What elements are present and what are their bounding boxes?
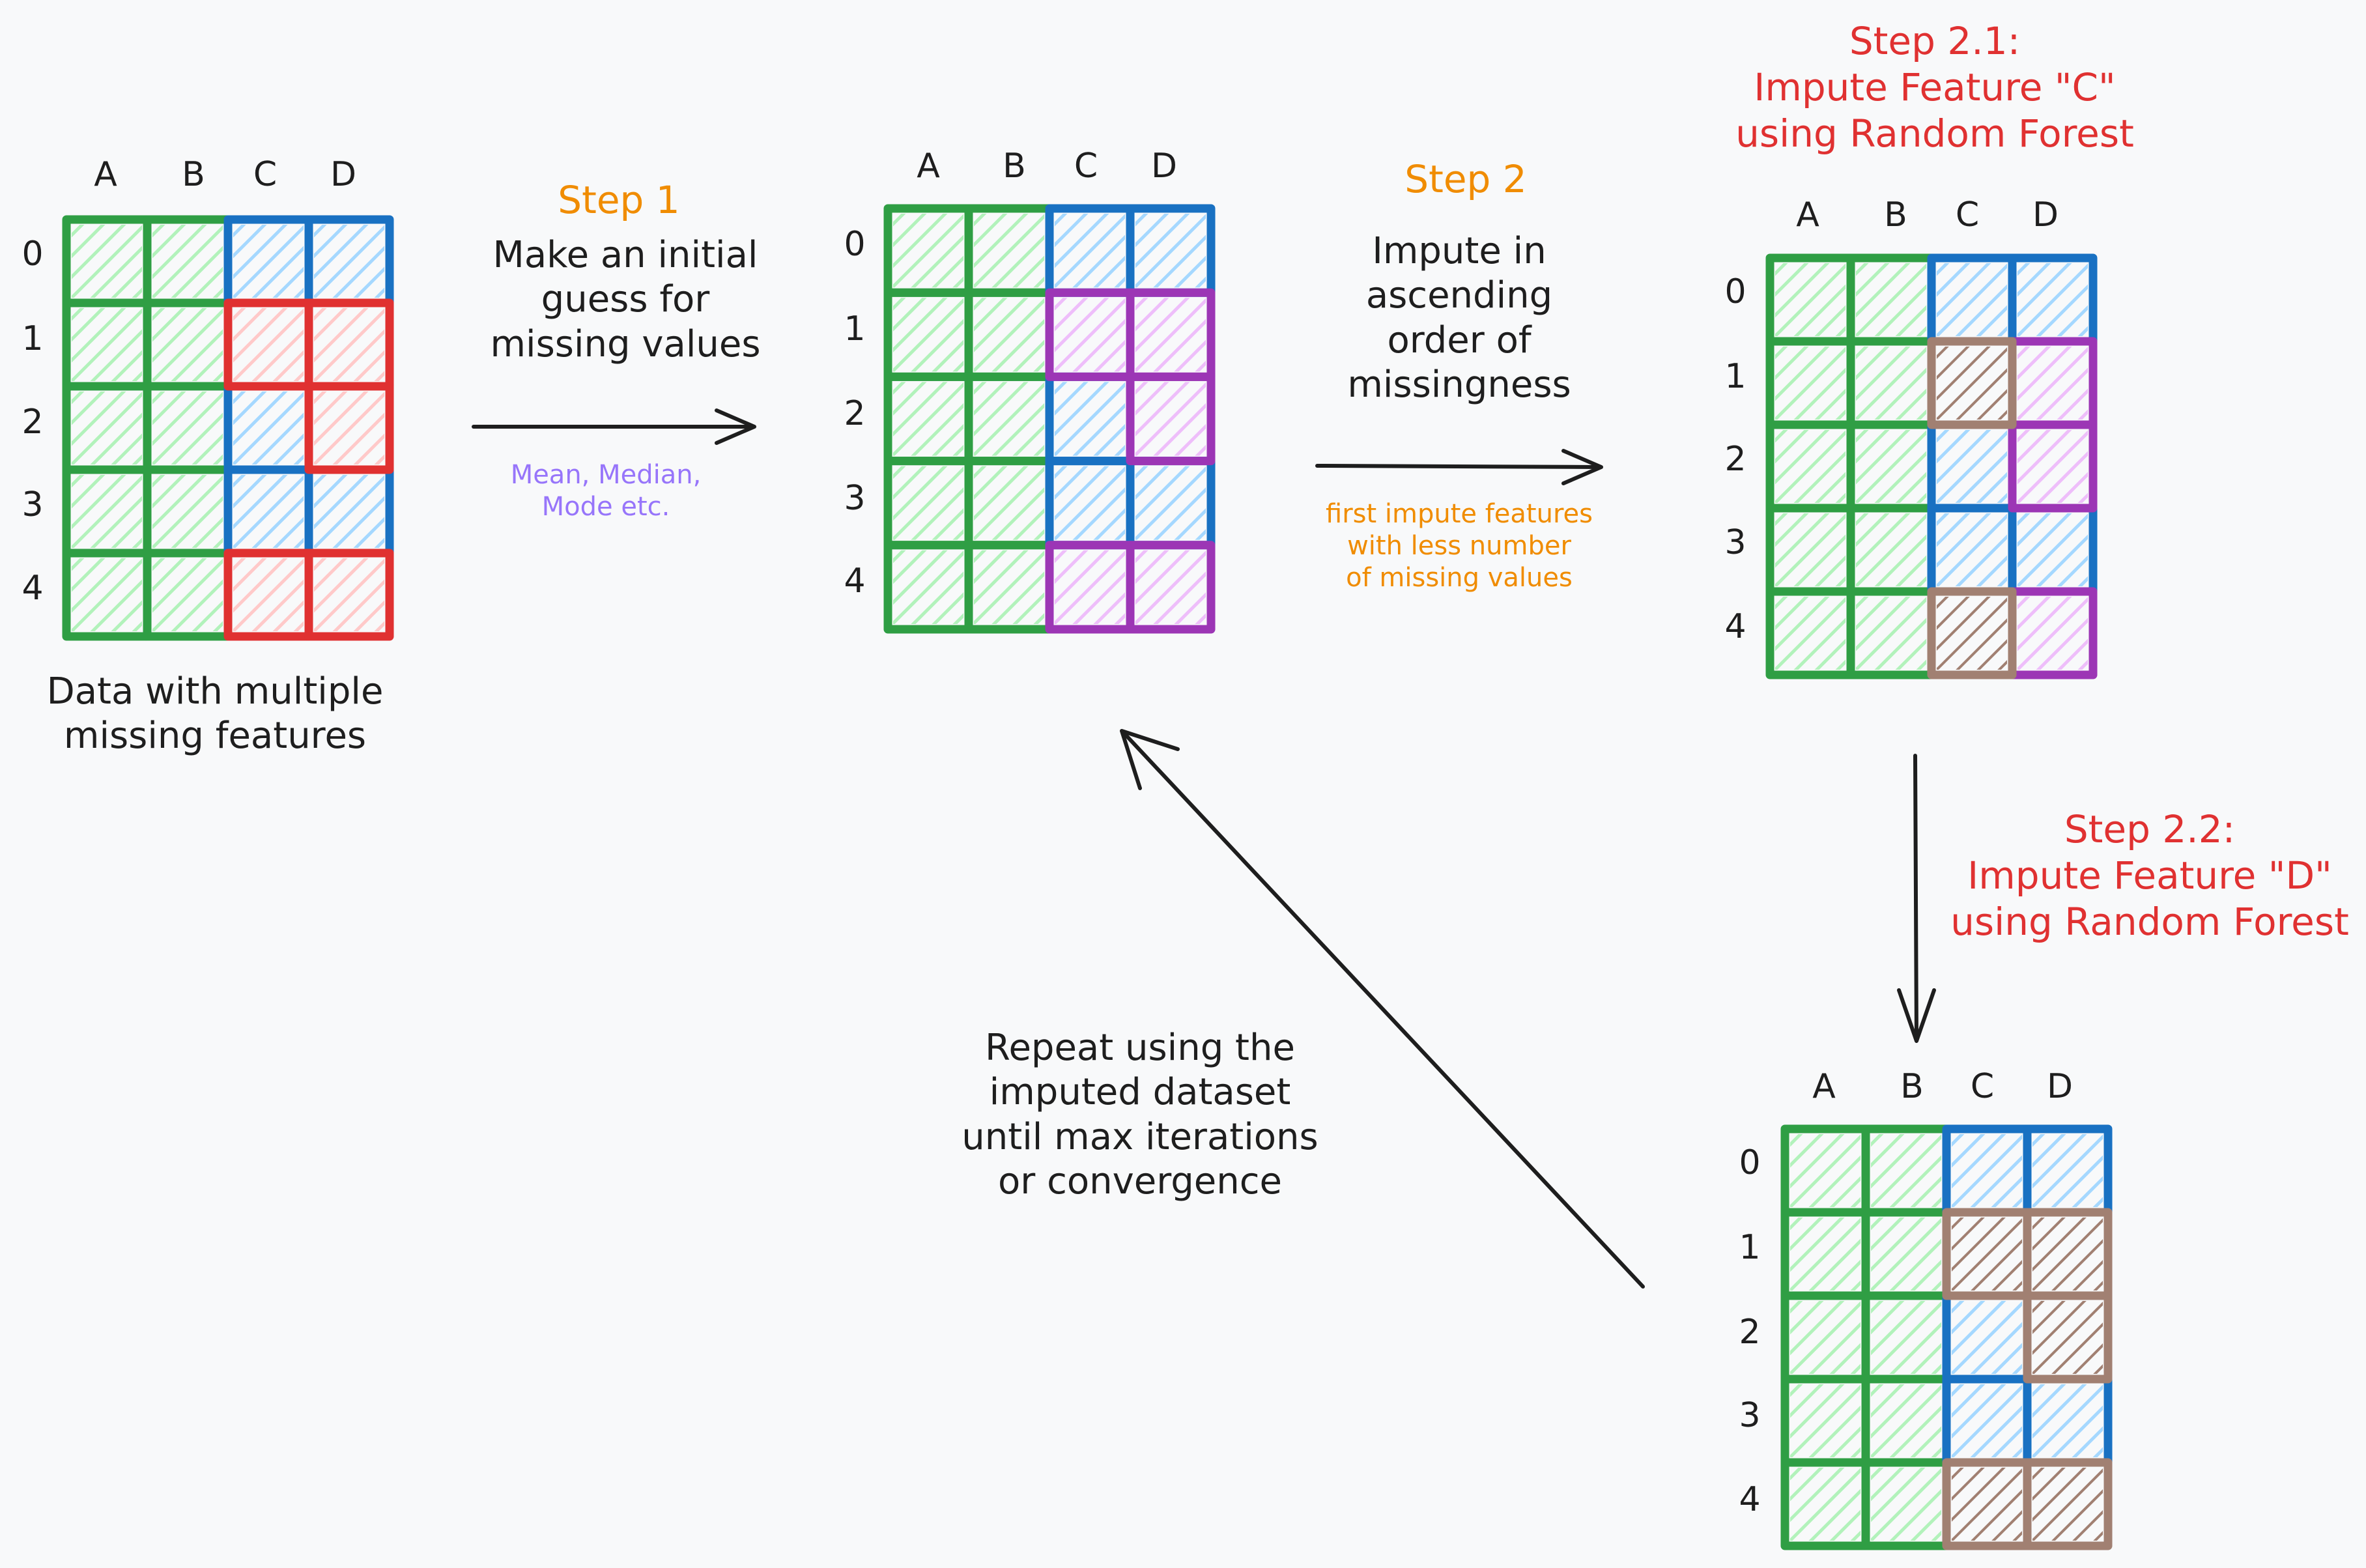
- step2-note-line-3: of missing values: [1346, 562, 1573, 593]
- original-caption-line-2: missing features: [63, 715, 367, 758]
- step2-description: Impute in ascending order of missingness: [1303, 229, 1616, 407]
- column-label-a: A: [917, 147, 940, 186]
- column-label-c: C: [253, 155, 278, 194]
- arrow-step2: [1315, 449, 1603, 485]
- row-label-3: 3: [1739, 1396, 1761, 1435]
- row-label-1: 1: [844, 309, 866, 349]
- initial-guess-cell: [1126, 372, 1216, 466]
- step21-title: Step 2.1: Impute Feature "C" using Rando…: [1707, 18, 2163, 156]
- step2-description-line-3: order of: [1387, 319, 1532, 362]
- column-label-c: C: [1074, 147, 1098, 186]
- row-label-3: 3: [1724, 523, 1746, 562]
- step1-description-line-3: missing values: [490, 322, 761, 365]
- rf-imputed-cell: [2023, 1208, 2113, 1300]
- column-label-d: D: [2032, 195, 2059, 235]
- step1-note-line-2: Mode etc.: [541, 491, 670, 522]
- rf-imputed-cell: [1927, 587, 2017, 679]
- column-label-a: A: [94, 155, 117, 194]
- rf-imputed-cell: [2023, 1458, 2113, 1550]
- column-label-b: B: [1900, 1067, 1924, 1106]
- grid-impute-d-cells: [1780, 1124, 2113, 1550]
- repeat-note-line-4: or convergence: [998, 1160, 1282, 1203]
- step2-note: first impute features with less number o…: [1277, 498, 1642, 593]
- initial-guess-cell: [2008, 420, 2098, 513]
- step1-note: Mean, Median, Mode etc.: [469, 459, 743, 523]
- step2-title: Step 2: [1404, 157, 1527, 201]
- initial-guess-cell: [1126, 541, 1216, 634]
- step22-title-line-3: using Random Forest: [1950, 899, 2349, 944]
- repeat-note-line-1: Repeat using the: [985, 1027, 1295, 1069]
- initial-guess-cell: [1126, 288, 1216, 381]
- step22-title-line-1: Step 2.2:: [2064, 807, 2236, 851]
- rf-imputed-cell: [1927, 337, 2017, 429]
- column-label-b: B: [1003, 147, 1026, 186]
- grid-initial-guess-cells: [883, 204, 1216, 634]
- row-label-4: 4: [21, 569, 44, 608]
- step2-description-line-4: missingness: [1347, 363, 1571, 406]
- grid-impute-c-cells: [1765, 253, 2098, 679]
- row-label-1: 1: [1724, 357, 1746, 396]
- row-label-3: 3: [21, 485, 44, 524]
- row-label-1: 1: [1739, 1228, 1761, 1267]
- column-label-d: D: [2046, 1067, 2074, 1106]
- repeat-note-line-2: imputed dataset: [989, 1071, 1291, 1114]
- column-label-d: D: [1150, 147, 1178, 186]
- row-label-0: 0: [21, 235, 44, 274]
- row-label-3: 3: [844, 479, 866, 518]
- step2-note-line-1: first impute features: [1326, 499, 1593, 529]
- original-caption-line-1: Data with multiple: [46, 670, 384, 713]
- column-label-b: B: [1884, 195, 1907, 235]
- missing-value-cell: [304, 382, 394, 474]
- row-label-2: 2: [21, 403, 44, 442]
- grid-original-cells: [62, 215, 394, 641]
- step1-description-line-2: guess for: [541, 278, 710, 321]
- repeat-note-line-3: until max iterations: [962, 1115, 1318, 1158]
- step21-title-line-3: using Random Forest: [1735, 111, 2134, 156]
- original-caption: Data with multiple missing features: [26, 670, 404, 759]
- row-label-0: 0: [1724, 272, 1746, 311]
- row-label-0: 0: [844, 225, 866, 264]
- row-label-2: 2: [844, 394, 866, 433]
- rf-imputed-cell: [1942, 1458, 2032, 1550]
- step1-note-line-1: Mean, Median,: [510, 460, 702, 490]
- repeat-note: Repeat using the imputed dataset until m…: [912, 1026, 1368, 1204]
- step22-title: Step 2.2: Impute Feature "D" using Rando…: [1928, 806, 2366, 945]
- step22-title-line-2: Impute Feature "D": [1967, 853, 2332, 898]
- row-label-2: 2: [1739, 1313, 1761, 1352]
- row-label-4: 4: [1724, 607, 1746, 646]
- row-label-4: 4: [1739, 1480, 1761, 1519]
- row-label-4: 4: [844, 562, 866, 601]
- step21-title-line-1: Step 2.1:: [1849, 19, 2021, 63]
- column-label-b: B: [182, 155, 205, 194]
- step21-title-line-2: Impute Feature "C": [1754, 64, 2116, 109]
- column-label-d: D: [330, 155, 357, 194]
- row-label-2: 2: [1724, 440, 1746, 479]
- step1-description: Make an initial guess for missing values: [456, 233, 795, 367]
- column-label-a: A: [1796, 195, 1819, 235]
- missing-value-cell: [304, 549, 394, 641]
- column-label-c: C: [1955, 195, 1980, 235]
- row-label-0: 0: [1739, 1143, 1761, 1182]
- column-label-c: C: [1970, 1067, 1995, 1106]
- observed-cell: [964, 541, 1054, 634]
- column-label-a: A: [1812, 1067, 1836, 1106]
- rf-imputed-cell: [2023, 1291, 2113, 1384]
- step2-description-line-1: Impute in: [1372, 230, 1546, 272]
- step1-title: Step 1: [558, 178, 680, 222]
- observed-cell: [1765, 587, 1855, 679]
- arrow-step1: [472, 408, 756, 445]
- step2-description-line-2: ascending: [1365, 274, 1553, 317]
- step2-note-line-2: with less number: [1347, 530, 1571, 561]
- initial-guess-cell: [1045, 288, 1135, 381]
- row-label-1: 1: [21, 319, 44, 358]
- step1-description-line-1: Make an initial: [492, 234, 758, 276]
